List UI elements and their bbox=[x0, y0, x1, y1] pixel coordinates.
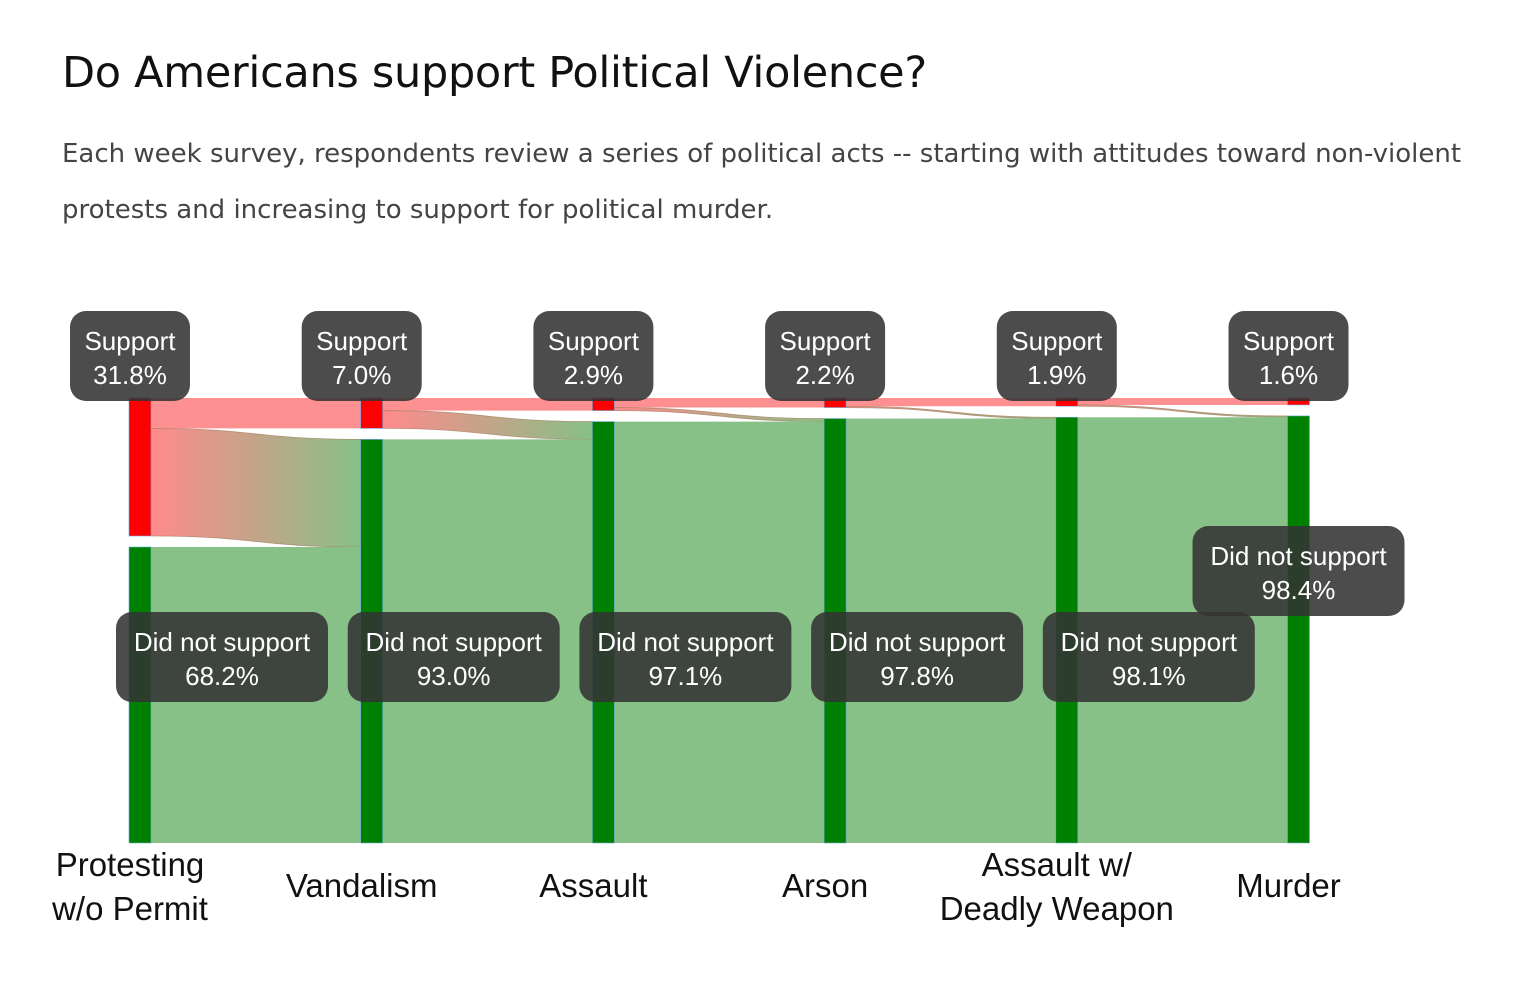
not-support-label-3-value: 97.1% bbox=[649, 661, 723, 691]
category-label-text: Assault bbox=[539, 867, 647, 904]
category-label-text: Arson bbox=[782, 867, 868, 904]
link-support-to-support-4 bbox=[846, 398, 1056, 407]
category-label-line-2: w/o Permit bbox=[51, 890, 208, 927]
support-label-4-value: 2.2% bbox=[795, 360, 854, 390]
chart-subtitle: Each week survey, respondents review a s… bbox=[62, 139, 1462, 225]
not-support-label-4: Did not support 97.8% bbox=[811, 612, 1024, 702]
not-support-label-5: Did not support 98.1% bbox=[1042, 612, 1255, 702]
not-support-label-1: Did not support 68.2% bbox=[116, 612, 328, 702]
not-support-label-1-name: Did not support bbox=[134, 627, 311, 657]
category-label-3: Assault bbox=[539, 867, 647, 904]
support-label-2-value: 7.0% bbox=[332, 360, 391, 390]
not-support-label-5-name: Did not support bbox=[1061, 627, 1238, 657]
category-label-1: Protesting w/o Permit bbox=[51, 846, 208, 927]
node-support-2 bbox=[360, 397, 384, 429]
not-support-label-1-box bbox=[116, 612, 328, 702]
node-not-support-6 bbox=[1287, 415, 1310, 844]
support-label-4-name: Support bbox=[780, 326, 872, 356]
category-labels: Protesting w/o Permit Vandalism Assault Arso… bbox=[51, 846, 1341, 927]
not-support-label-6-value: 98.4% bbox=[1262, 575, 1336, 605]
category-label-6: Murder bbox=[1236, 867, 1341, 904]
not-support-label-1-value: 68.2% bbox=[185, 661, 259, 691]
not-support-label-6: Did not support 98.4% bbox=[1192, 526, 1405, 616]
not-support-label-4-name: Did not support bbox=[829, 627, 1006, 657]
support-label-3: Support 2.9% bbox=[533, 311, 654, 401]
support-label-5: Support 1.9% bbox=[996, 311, 1117, 401]
link-support-to-support-2 bbox=[382, 398, 593, 411]
support-label-6: Support 1.6% bbox=[1228, 311, 1349, 401]
not-support-label-6-box bbox=[1192, 526, 1405, 616]
support-label-1-box bbox=[70, 311, 190, 401]
category-label-line-1: Assault w/ bbox=[982, 846, 1133, 883]
support-label-3-value: 2.9% bbox=[564, 360, 623, 390]
link-support-to-support-1 bbox=[151, 398, 361, 429]
link-support-to-support-3 bbox=[614, 398, 825, 408]
not-support-label-2-name: Did not support bbox=[366, 627, 543, 657]
support-label-1-name: Support bbox=[84, 326, 176, 356]
support-label-1: Support 31.8% bbox=[70, 311, 190, 401]
category-label-line-2: Deadly Weapon bbox=[940, 890, 1174, 927]
link-support-to-not-support-5 bbox=[1077, 404, 1288, 418]
not-support-label-4-box bbox=[811, 612, 1024, 702]
category-label-5: Assault w/Deadly Weapon bbox=[940, 846, 1174, 927]
support-label-3-box bbox=[533, 311, 654, 401]
link-support-to-not-support-4 bbox=[845, 405, 1057, 419]
node-support-1 bbox=[128, 397, 152, 537]
support-label-1-value: 31.8% bbox=[93, 360, 167, 390]
not-support-label-4-value: 97.8% bbox=[880, 661, 954, 691]
link-support-to-not-support-2 bbox=[382, 410, 593, 440]
support-label-2: Support 7.0% bbox=[301, 311, 422, 401]
support-label-5-name: Support bbox=[1011, 326, 1103, 356]
not-support-label-2-box bbox=[347, 612, 560, 702]
support-label-5-box bbox=[996, 311, 1117, 401]
support-label-4: Support 2.2% bbox=[765, 311, 886, 401]
link-support-to-support-5 bbox=[1077, 398, 1288, 405]
support-label-2-name: Support bbox=[316, 326, 408, 356]
support-label-2-box bbox=[301, 311, 422, 401]
category-label-2: Vandalism bbox=[286, 867, 438, 904]
support-label-6-box bbox=[1228, 311, 1349, 401]
support-label-6-value: 1.6% bbox=[1259, 360, 1318, 390]
not-support-label-3-box bbox=[579, 612, 792, 702]
support-label-3-name: Support bbox=[548, 326, 640, 356]
not-support-label-2-value: 93.0% bbox=[417, 661, 491, 691]
labels-layer: Support31.8%Support7.0%Support2.9%Suppor… bbox=[70, 311, 1405, 702]
support-label-4-box bbox=[765, 311, 886, 401]
category-label-line-1: Protesting bbox=[56, 846, 205, 883]
not-support-label-3-name: Did not support bbox=[597, 627, 774, 657]
not-support-label-5-box bbox=[1042, 612, 1255, 702]
link-support-to-not-support-3 bbox=[614, 407, 825, 422]
not-support-label-2: Did not support 93.0% bbox=[347, 612, 560, 702]
not-support-label-5-value: 98.1% bbox=[1112, 661, 1186, 691]
support-label-5-value: 1.9% bbox=[1027, 360, 1086, 390]
category-label-4: Arson bbox=[782, 867, 868, 904]
not-support-label-6-name: Did not support bbox=[1210, 541, 1387, 571]
support-label-6-name: Support bbox=[1243, 326, 1335, 356]
category-label-text: Murder bbox=[1236, 867, 1341, 904]
link-support-to-not-support-1 bbox=[150, 427, 362, 548]
chart-title: Do Americans support Political Violence? bbox=[62, 48, 927, 98]
category-label-text: Vandalism bbox=[286, 867, 438, 904]
not-support-label-3: Did not support 97.1% bbox=[579, 612, 792, 702]
